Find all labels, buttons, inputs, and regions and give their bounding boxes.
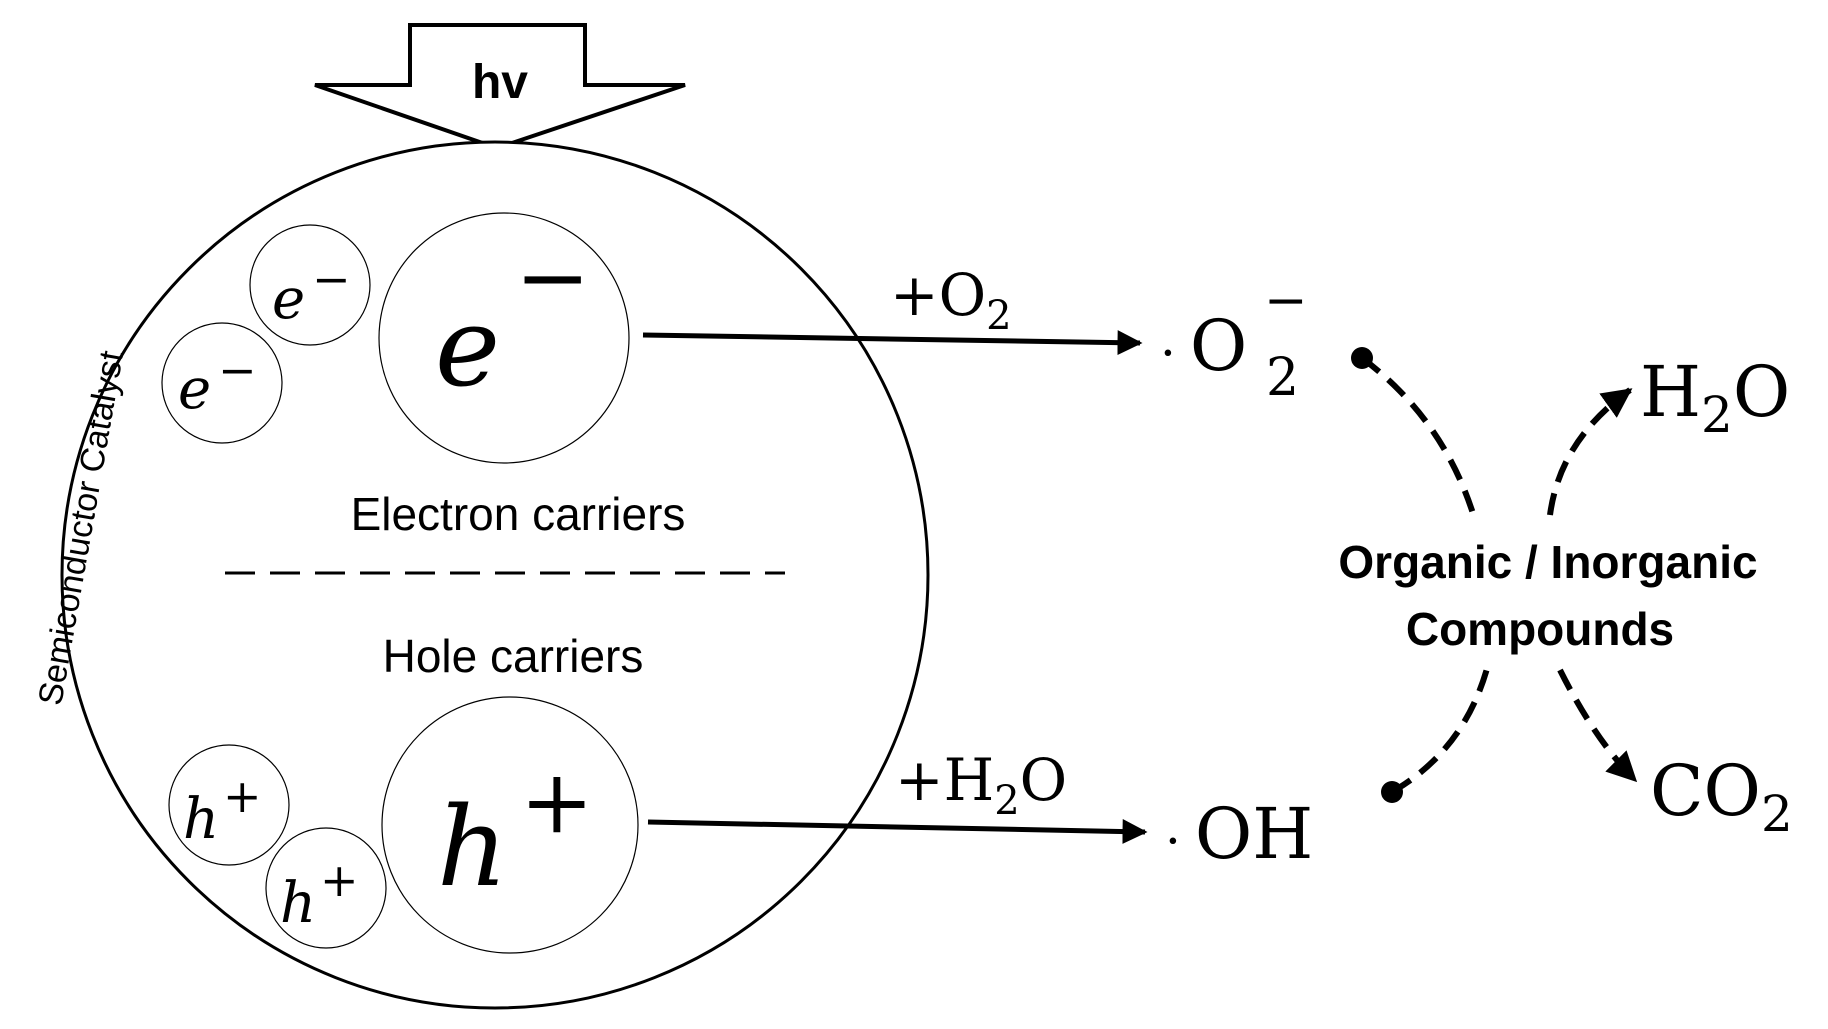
oxygen-reactant-label: +O2 [890,261,1012,339]
electron-reaction-arrow [642,330,1143,356]
water-reactant-label: +H2O [895,746,1067,824]
hole-carrier-small-1 [168,744,290,866]
hole-reaction-arrow [647,819,1148,845]
water-product-path [1547,387,1633,516]
hole-small-1-charge: + [223,769,262,823]
light-label: hv [472,56,528,109]
hole-carrier-small-2 [265,827,387,949]
co2-product-path [1557,668,1638,783]
hydroxyl-attack-path [1390,664,1491,795]
electron-large-symbol: e [435,283,500,411]
hole-small-2-symbol: h [280,871,316,936]
electron-carrier-small-2 [161,322,283,444]
electron-large-charge: − [515,225,590,330]
light-arrow [314,23,686,151]
hole-large-charge: + [520,750,594,853]
hole-small-1-symbol: h [183,787,219,852]
compounds-label-line2: Compounds [1406,603,1674,655]
superoxide-superscript: − [1264,271,1308,331]
water-product: H2O [1640,351,1790,444]
electron-carriers-label: Electron carriers [351,488,686,540]
compounds-label-line1: Organic / Inorganic [1338,536,1757,588]
hole-carriers-label: Hole carriers [383,630,644,682]
hole-small-2-charge: + [320,853,359,907]
hole-large-symbol: h [437,783,508,911]
hole-carrier-large [381,696,639,954]
electron-carrier-small-1 [249,224,371,346]
electron-small-2-symbol: e [178,357,211,422]
electron-small-2-charge: − [218,343,257,397]
electron-small-1-charge: − [312,252,351,306]
electron-carrier-large [378,212,630,464]
superoxide-attack-path [1360,355,1478,521]
co2-product: CO2 [1650,750,1793,843]
hydroxyl-radical: ·OH [1165,793,1313,875]
electron-small-1-symbol: e [272,267,305,332]
superoxide-radical: ·O [1160,305,1247,387]
superoxide-subscript: 2 [1266,348,1299,408]
